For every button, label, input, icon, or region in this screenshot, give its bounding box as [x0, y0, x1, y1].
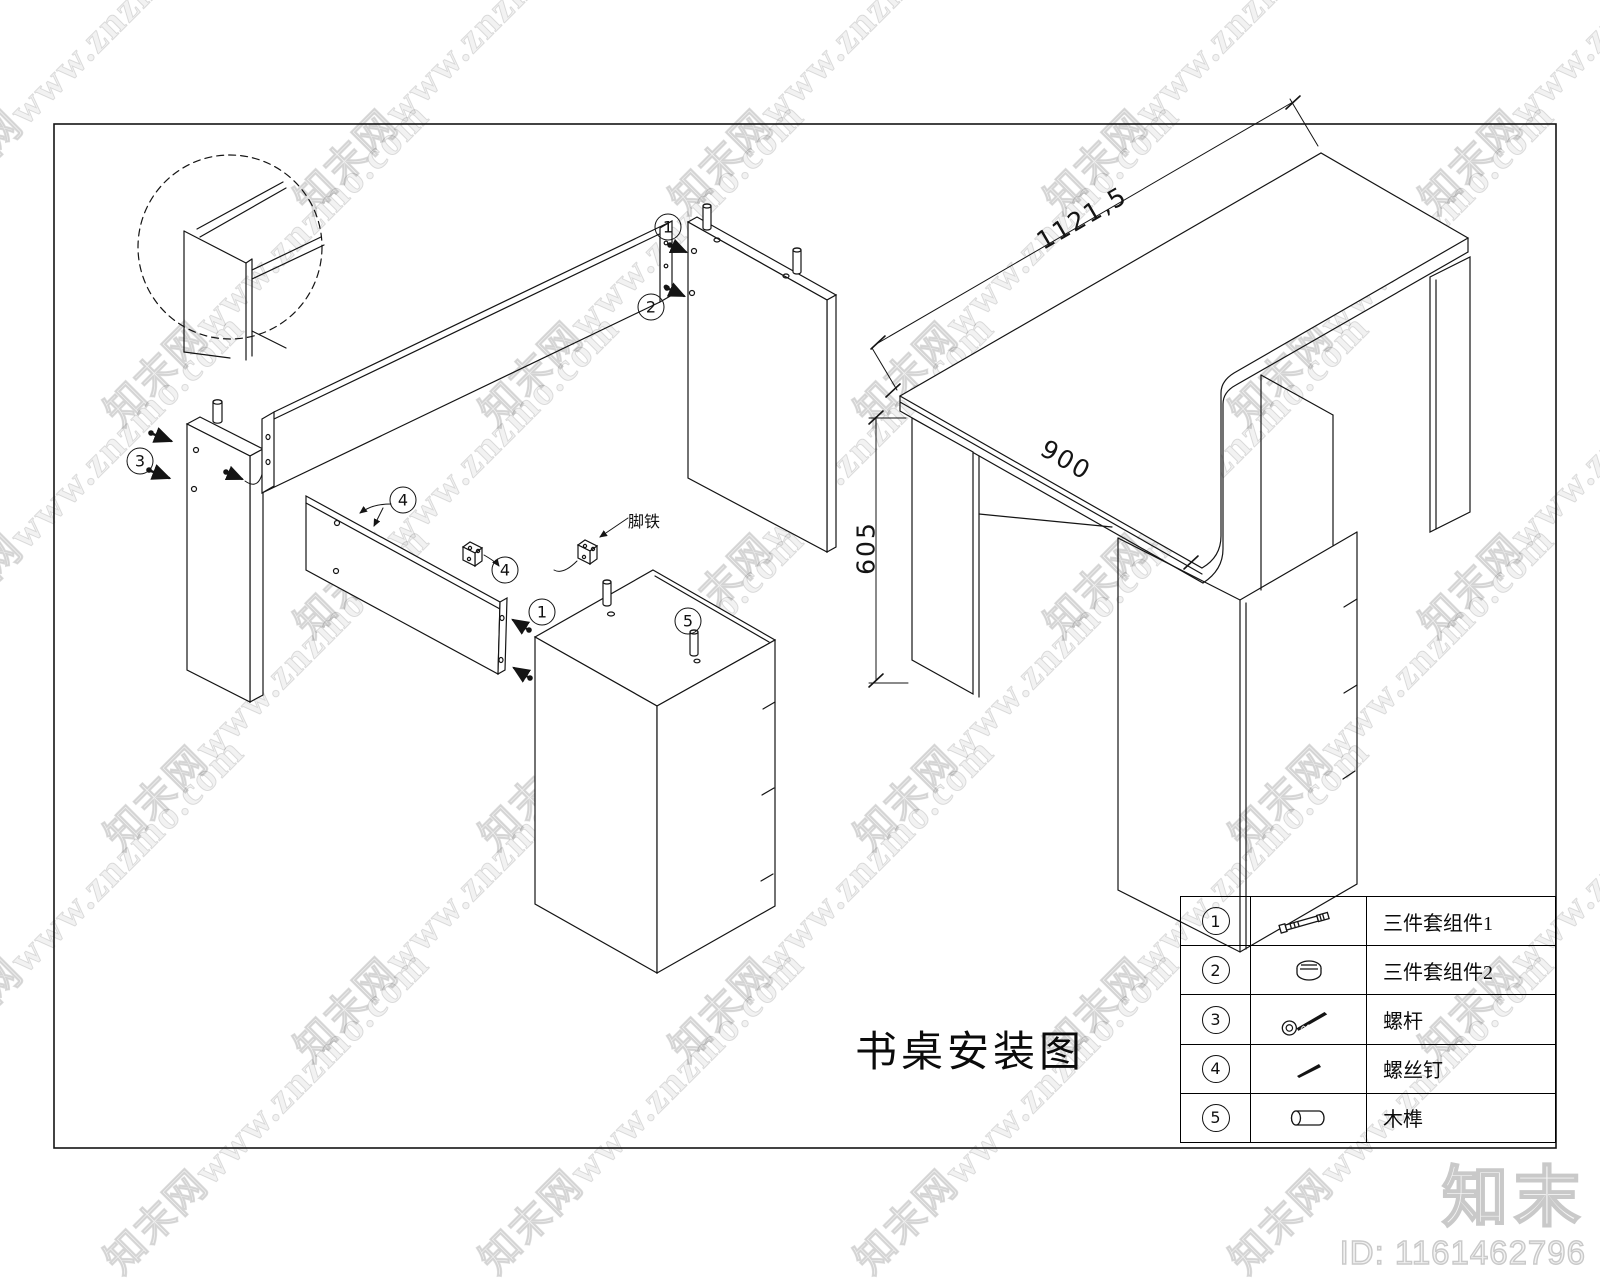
drawer-cabinet [511, 569, 777, 975]
part-number-cell: 4 [1181, 1044, 1251, 1093]
parts-table: 1 三件套组件1 2 三件套组件2 3 螺杆 4 螺丝钉 5 木榫 [1180, 896, 1556, 1143]
part-number: 3 [1201, 1005, 1230, 1034]
asset-id: ID: 1161462796 [1339, 1233, 1586, 1271]
right-side-panel [686, 216, 838, 554]
desk-left-panel [911, 416, 1113, 698]
desk-middle-panel [1260, 374, 1334, 591]
cam-nut-icon [1251, 946, 1367, 995]
part-number: 1 [1201, 907, 1230, 936]
part-name: 木榫 [1383, 1109, 1423, 1132]
part-name: 三件套组件2 [1383, 961, 1493, 984]
desk-right-wing-panel [1429, 256, 1471, 533]
part-number: 5 [1201, 1103, 1230, 1132]
dimension-lines [868, 95, 1319, 688]
drawing-title: 书桌安装图 [854, 1030, 1085, 1076]
front-rail [305, 494, 508, 676]
sheet-border [53, 123, 1557, 1149]
part-name: 螺丝钉 [1383, 1060, 1443, 1083]
part-name: 三件套组件1 [1383, 912, 1493, 935]
dowel-icon [1251, 1093, 1367, 1143]
parts-table-row: 5 木榫 [1181, 1093, 1555, 1143]
parts-table-row: 4 螺丝钉 [1181, 1044, 1555, 1094]
part-number: 4 [1201, 1054, 1230, 1083]
part-name: 螺杆 [1383, 1011, 1423, 1033]
left-leg-panel [185, 416, 265, 704]
corner-bracket [461, 541, 500, 568]
assembled-desk [868, 95, 1471, 953]
screw-icon [1251, 995, 1367, 1044]
exploded-view [146, 203, 838, 975]
screws-callout1-2 [664, 238, 689, 298]
detail-circle [137, 154, 325, 361]
znzmo-logo: 知末 [1441, 1162, 1586, 1235]
small-screw-icon [1251, 1044, 1367, 1093]
desk-pedestal [1117, 531, 1358, 953]
part-number-cell: 2 [1181, 946, 1251, 995]
brand-corner: 知末 ID: 1161462796 [1339, 1162, 1586, 1272]
part-number-cell: 1 [1181, 897, 1251, 946]
parts-table-row: 2 三件套组件2 [1181, 946, 1555, 996]
desk-top [898, 152, 1470, 584]
foot-iron-bracket [553, 517, 629, 572]
screws-callout3 [146, 427, 264, 485]
right-panel-dowels [688, 203, 802, 297]
back-rail [261, 219, 673, 495]
parts-table-row: 3 螺杆 [1181, 995, 1555, 1045]
left-leg-dowel-and-holes [190, 399, 223, 493]
part-number: 2 [1201, 956, 1230, 985]
parts-table-row: 1 三件套组件1 [1181, 897, 1555, 947]
bolt-icon [1251, 897, 1367, 946]
part-number-cell: 3 [1181, 995, 1251, 1044]
part-number-cell: 5 [1181, 1093, 1251, 1143]
